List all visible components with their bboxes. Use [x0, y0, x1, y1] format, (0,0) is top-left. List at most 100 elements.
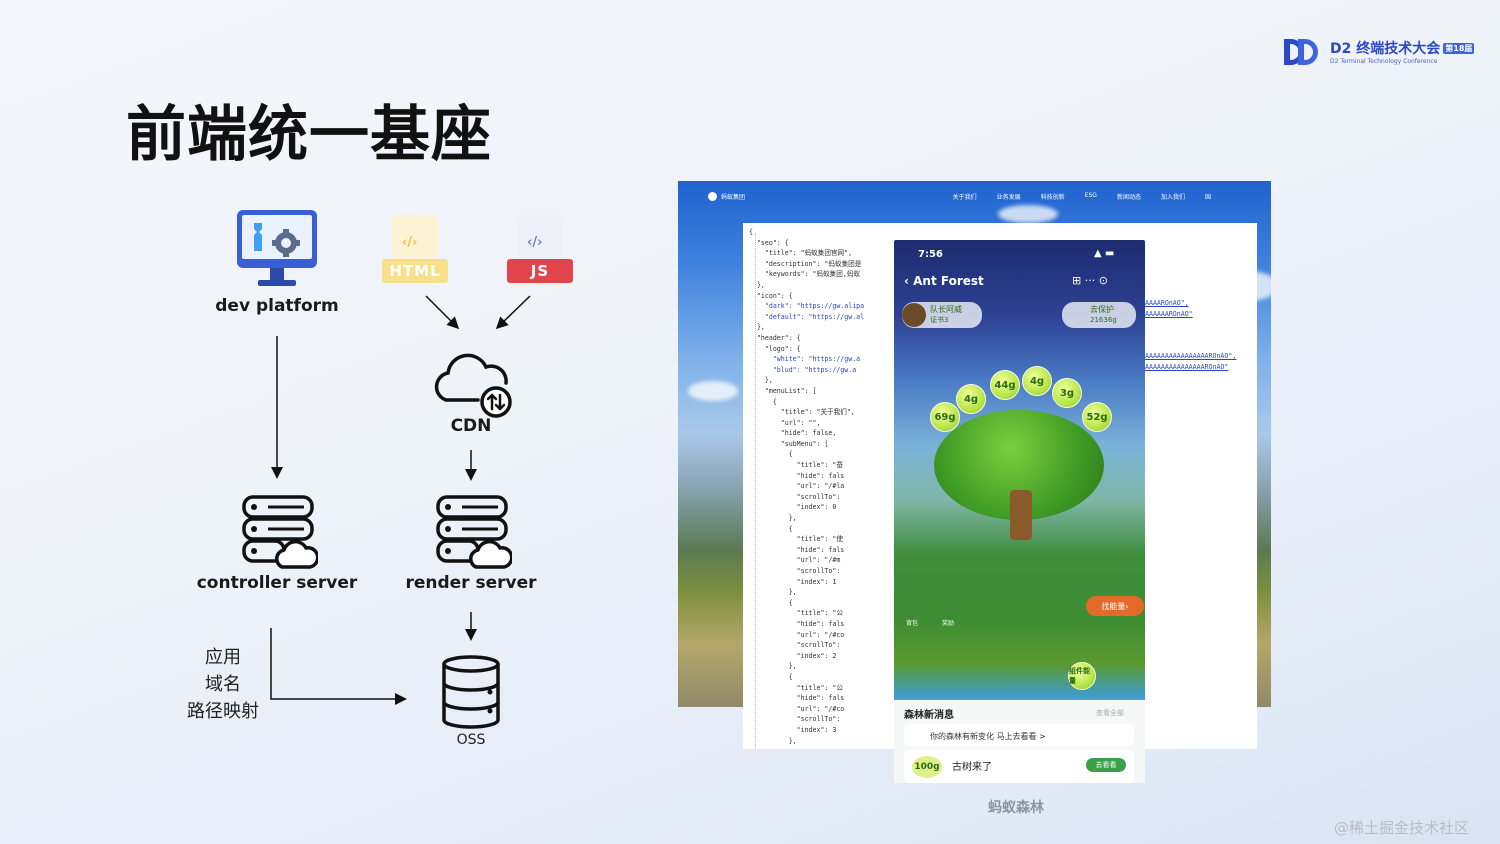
json-line: }, — [749, 588, 797, 597]
energy-bubble[interactable]: 3g — [1052, 378, 1082, 408]
json-line: "keywords": "蚂蚁集团,蚂蚁 — [749, 270, 861, 279]
json-line: "hide": fals — [749, 471, 845, 480]
html-file-icon: ‹/› HTML — [382, 215, 448, 285]
json-line: "url": "/#co — [749, 704, 845, 713]
arrow-html-to-cdn — [425, 295, 460, 330]
diagram-arrows — [270, 295, 531, 705]
tree-view-button[interactable]: 去看看 — [1086, 758, 1126, 772]
json-overflow-line: AAAAAAROnAO" — [1145, 309, 1193, 318]
json-line: "index": 2 — [749, 651, 837, 660]
mapping-label-domain: 域名 — [205, 674, 241, 695]
mapping-label: 应用 域名 路径映射 — [178, 644, 268, 725]
json-line: "title": "公 — [749, 609, 843, 618]
json-line: "description": "蚂蚁集团是 — [749, 259, 862, 268]
monitor-settings-icon — [237, 210, 317, 286]
json-line: }, — [749, 662, 797, 671]
website-nav: 蚂蚁集团 关于我们 业务发展 科技创新 ESG 新闻动态 加入我们 国 — [678, 181, 1271, 211]
json-line: "hide": false, — [749, 429, 837, 438]
json-line: "white": "https://gw.a — [749, 355, 861, 364]
json-line: "index": 0 — [749, 503, 837, 512]
js-file-icon: ‹/› JS — [507, 215, 573, 285]
website-menu-item[interactable]: 关于我们 — [952, 193, 977, 201]
find-energy-button[interactable]: 找能量 › — [1086, 596, 1144, 616]
json-line: "hide": fals — [749, 619, 845, 628]
json-line: { — [749, 524, 793, 533]
json-line: "url": "", — [749, 418, 821, 427]
mapping-label-app: 应用 — [205, 647, 241, 668]
reward-icon[interactable]: 奖励 — [942, 620, 955, 627]
json-line: "url": "/#m — [749, 556, 841, 565]
more-menu-icon[interactable]: ⊞ ··· ⊙ — [1072, 274, 1108, 287]
tree-badge: 100g — [912, 756, 942, 778]
json-code: { "seo": { "title": "蚂蚁集团官网", "descripti… — [749, 227, 1251, 746]
brand-logo: D2 终端技术大会第18届 D2 Terminal Technology Con… — [1284, 38, 1475, 65]
json-overflow-line — [1145, 330, 1255, 341]
json-line: "default": "https://gw.al — [749, 312, 865, 321]
json-line: "blud": "https://gw.a — [749, 365, 857, 374]
back-button[interactable]: ‹ Ant Forest — [904, 274, 984, 288]
arrow-mapping-to-oss — [270, 628, 407, 705]
json-line: "title": "公 — [749, 683, 843, 692]
team-pill[interactable]: 队长阿威证书3 — [902, 302, 982, 328]
json-line: "icon": { — [749, 291, 793, 300]
json-line: "title": "蚂蚁集团官网", — [749, 249, 853, 258]
json-line: "hide": fals — [749, 545, 845, 554]
json-line: "scrollTo": — [749, 715, 841, 724]
mapping-label-path: 路径映射 — [187, 701, 259, 722]
json-line: }, — [749, 514, 797, 523]
arrow-js-to-cdn — [495, 295, 531, 330]
json-line: "title": "使 — [749, 535, 843, 544]
status-icons: ▲ ▬ — [1094, 248, 1115, 259]
json-line: "index": 1 — [749, 577, 837, 586]
json-line: { — [749, 228, 753, 236]
json-line: "scrollTo": — [749, 641, 841, 650]
json-overflow-line: AAAAAAAAAAAAAAAAROnAO", — [1145, 351, 1237, 360]
json-line: "logo": { — [749, 344, 801, 353]
json-line: }, — [749, 736, 797, 745]
news-more-link[interactable]: 查看全部 — [1096, 709, 1124, 717]
website-menu-item[interactable]: 新闻动态 — [1116, 193, 1141, 201]
news-item[interactable]: 你的森林有新变化 马上去看看 > — [904, 724, 1134, 746]
ancient-tree-item[interactable]: 100g 古树来了 去看看 — [904, 750, 1134, 783]
forest-news-card: 森林新消息 查看全部 你的森林有新变化 马上去看看 > 100g 古树来了 去看… — [894, 700, 1145, 783]
app-title: Ant Forest — [913, 274, 984, 288]
controller-server-label: controller server — [196, 573, 358, 593]
website-logo: 蚂蚁集团 — [708, 191, 745, 201]
json-line: "scrollTo": — [749, 492, 841, 501]
energy-bubble[interactable]: 69g — [930, 402, 960, 432]
json-line: { — [749, 397, 777, 406]
json-line: }, — [749, 376, 773, 385]
ant-logo-icon — [708, 191, 717, 201]
energy-bubble[interactable]: 4g — [1022, 366, 1052, 396]
website-menu-item[interactable]: ESG — [1084, 191, 1097, 199]
oss-label: OSS — [456, 732, 486, 748]
backpack-icon[interactable]: 背包 — [906, 620, 919, 627]
website-menu-item[interactable]: 业务发展 — [996, 193, 1021, 201]
json-overflow-line — [1145, 340, 1255, 351]
website-menu: 关于我们 业务发展 科技创新 ESG 新闻动态 加入我们 国 — [953, 192, 1241, 201]
html-label: HTML — [382, 259, 448, 283]
json-line: "url": "/#co — [749, 630, 845, 639]
brand-subtitle: D2 Terminal Technology Conference — [1330, 58, 1438, 65]
json-overflow-line: AAAAROnAO", — [1145, 299, 1189, 307]
server-cloud-icon — [436, 495, 512, 569]
energy-bubble[interactable]: 52g — [1082, 402, 1112, 432]
server-cloud-icon — [242, 495, 318, 569]
json-line: { — [749, 672, 793, 681]
energy-bubble[interactable]: 4g — [956, 384, 986, 414]
website-menu-item[interactable]: 加入我们 — [1160, 193, 1185, 201]
json-line: "hide": fals — [749, 694, 845, 703]
news-title: 森林新消息 — [904, 710, 954, 721]
energy-bubble[interactable]: 44g — [990, 370, 1020, 400]
brand-name: D2 终端技术大会 — [1330, 41, 1441, 57]
json-line: "title": "关于我们", — [749, 408, 855, 417]
tree-title: 古树来了 — [952, 762, 992, 773]
json-line: "url": "/#la — [749, 482, 845, 491]
website-menu-item[interactable]: 科技创新 — [1040, 193, 1065, 201]
website-menu-item[interactable]: 国 — [1204, 193, 1211, 201]
dev-platform-label: dev platform — [215, 296, 339, 316]
widget-energy-bubble[interactable]: 组件能量 — [1068, 662, 1096, 690]
json-line: "index": 3 — [749, 725, 837, 734]
json-line: "subMenu": [ — [749, 439, 829, 448]
